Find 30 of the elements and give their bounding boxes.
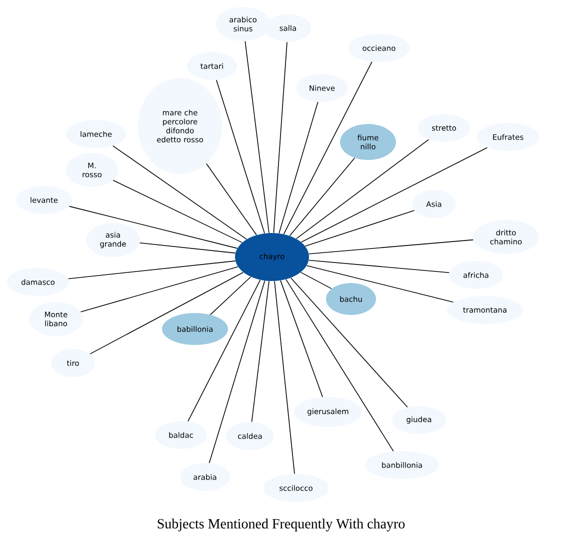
connector-line <box>286 279 394 452</box>
connector-line <box>308 239 474 254</box>
connector-line <box>216 80 265 234</box>
connector-line <box>283 61 372 234</box>
connector-line <box>208 280 266 464</box>
connector-line <box>304 210 415 247</box>
connector-line <box>68 260 236 280</box>
connector-line <box>296 139 430 240</box>
connector-line <box>90 272 244 354</box>
connector-line <box>274 280 295 474</box>
connector-line <box>306 265 454 302</box>
connector-line <box>244 40 270 234</box>
connector-line <box>188 280 261 422</box>
title: Subjects Mentioned Frequently With chayro <box>158 518 405 532</box>
connector-line <box>300 147 488 242</box>
connector-line <box>210 276 252 316</box>
connector-line <box>273 42 288 234</box>
connector-line <box>251 280 270 422</box>
connector-line <box>80 266 238 312</box>
connector-line <box>300 272 332 290</box>
connector-line <box>112 180 243 243</box>
connector-line <box>68 206 238 249</box>
connector-line <box>289 158 356 236</box>
connector-line <box>280 280 323 398</box>
connector-line <box>206 163 257 236</box>
connector-line <box>112 145 248 240</box>
connector-line <box>290 277 408 408</box>
connector-line <box>278 102 318 234</box>
connector-line <box>308 260 450 274</box>
connector-line <box>139 242 236 254</box>
